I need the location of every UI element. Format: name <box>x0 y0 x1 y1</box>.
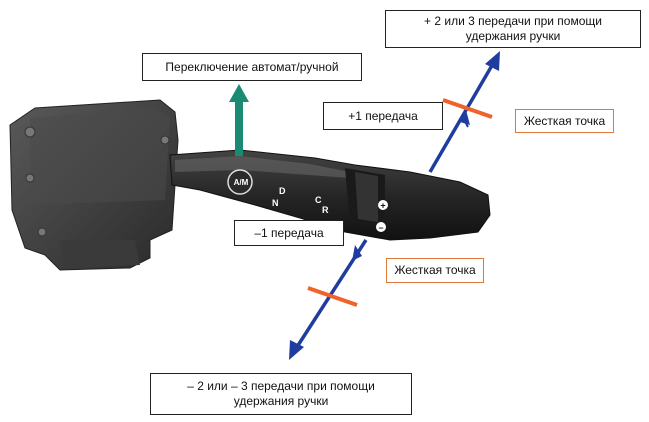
r-mark: R <box>322 205 329 215</box>
label-plus-2-3-line1: + 2 или 3 передачи при помощи <box>424 14 602 28</box>
label-plus-one-text: +1 передача <box>348 108 418 123</box>
label-minus-one: –1 передача <box>234 220 344 246</box>
plus-mark: + <box>380 201 385 211</box>
plus-button <box>378 200 388 210</box>
am-mark: A/M <box>234 178 249 187</box>
label-minus-2-3-line2: удержания ручки <box>233 394 329 408</box>
label-plus-2-3-line2: удержания ручки <box>465 29 561 43</box>
minus-mark: – <box>378 223 383 233</box>
label-hard-point-top: Жесткая точка <box>515 109 614 133</box>
label-hard-point-top-text: Жесткая точка <box>523 113 606 128</box>
n-mark: N <box>272 198 279 208</box>
d-mark: D <box>279 186 286 196</box>
hard-point-mark-top <box>442 98 493 119</box>
blue-up-arrow-icon <box>428 51 500 173</box>
green-up-arrow-icon <box>229 84 249 156</box>
label-minus-2-3: – 2 или – 3 передачи при помощи удержани… <box>150 373 412 415</box>
blue-down-arrow-icon <box>289 239 368 360</box>
label-mode-switch-text: Переключение автомат/ручной <box>165 59 339 74</box>
switch-housing <box>9 99 179 271</box>
label-hard-point-bottom: Жесткая точка <box>386 258 484 283</box>
label-hard-point-bottom-text: Жесткая точка <box>394 263 476 277</box>
label-plus-2-3: + 2 или 3 передачи при помощи удержания … <box>385 10 641 48</box>
lever-stalk <box>169 149 491 241</box>
hard-point-mark-bottom <box>307 286 358 307</box>
label-minus-one-text: –1 передача <box>254 225 324 240</box>
minus-button <box>376 222 386 232</box>
label-mode-switch: Переключение автомат/ручной <box>142 53 362 81</box>
label-minus-2-3-line1: – 2 или – 3 передачи при помощи <box>187 379 375 393</box>
c-mark: C <box>315 195 322 205</box>
label-plus-one: +1 передача <box>323 102 443 130</box>
